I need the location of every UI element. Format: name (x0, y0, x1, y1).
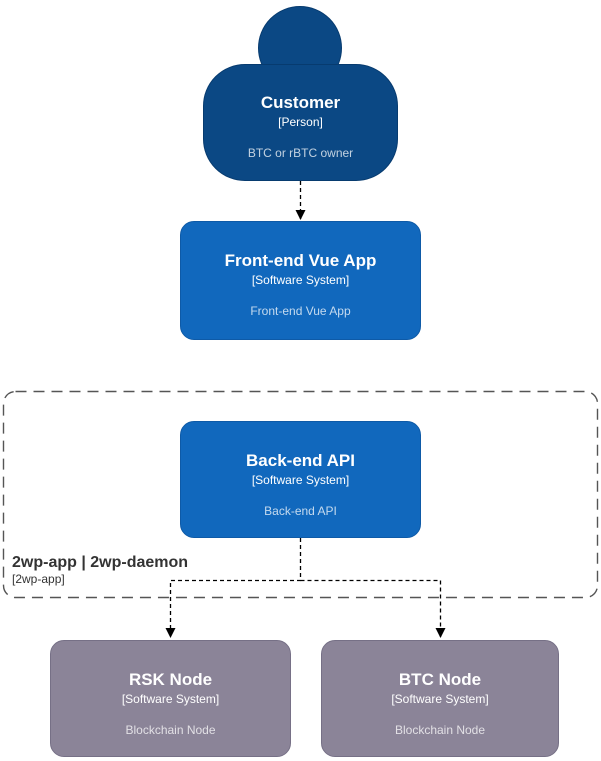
node-type: [Software System] (121, 692, 220, 706)
node-backend-api: Back-end API [Software System] Back-end … (180, 421, 421, 538)
node-type: [Software System] (391, 692, 489, 706)
node-description: Blockchain Node (125, 723, 216, 737)
node-description: BTC or rBTC owner (247, 146, 354, 160)
node-btc: BTC Node [Software System] Blockchain No… (321, 640, 559, 757)
node-description: Blockchain Node (394, 723, 486, 737)
node-frontend-vue-app: Front-end Vue App [Software System] Fron… (180, 221, 421, 340)
node-type: [Software System] (251, 473, 350, 487)
node-rsk: RSK Node [Software System] Blockchain No… (50, 640, 291, 757)
node-type: [Software System] (251, 273, 350, 287)
node-title: Front-end Vue App (224, 251, 377, 270)
boundary-subtitle: [2wp-app] (12, 572, 65, 586)
arrow-backend-to-btc (300, 579, 446, 638)
node-title: Back-end API (246, 451, 355, 470)
node-type: [Person] (278, 115, 323, 129)
boundary-title: 2wp-app | 2wp-daemon (12, 554, 189, 571)
node-customer: Customer [Person] BTC or rBTC owner (203, 64, 398, 181)
node-title: Customer (260, 93, 341, 112)
node-description: Back-end API (264, 504, 337, 518)
node-title: RSK Node (128, 670, 213, 689)
boundary-label: 2wp-app | 2wp-daemon [2wp-app] (12, 553, 188, 587)
node-description: Front-end Vue App (250, 304, 351, 318)
node-title: BTC Node (398, 670, 482, 689)
arrow-backend-to-rsk (165, 538, 302, 638)
